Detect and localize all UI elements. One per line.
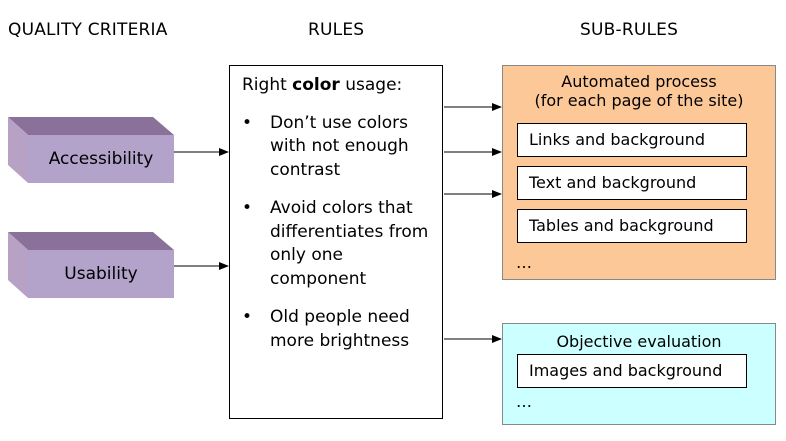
rule-text: Avoid colors that differentiates from on… [270, 198, 429, 289]
block-side-face [8, 232, 28, 298]
automated-process-title: Automated process (for each page of the … [503, 72, 775, 110]
block-top-face [8, 232, 174, 250]
title-line-1: Automated process [561, 72, 717, 91]
automated-process-box: Automated process (for each page of the … [502, 65, 776, 280]
subrule-text: Text and background [517, 166, 747, 200]
block-side-face [8, 117, 28, 183]
objective-evaluation-box: Objective evaluation Images and backgrou… [502, 323, 776, 425]
rules-box: Right color usage: • Don’t use colors wit… [229, 65, 443, 419]
criterion-accessibility: Accessibility [8, 117, 174, 183]
quality-criteria-header: QUALITY CRITERIA [8, 20, 168, 40]
rule-item: • Avoid colors that differentiates from o… [242, 197, 434, 291]
ellipsis: … [516, 392, 532, 411]
rules-title: Right color usage: [242, 74, 434, 98]
bullet-icon: • [242, 307, 253, 327]
rules-title-prefix: Right [242, 75, 293, 95]
rules-title-suffix: usage: [339, 75, 403, 95]
criterion-label: Accessibility [28, 135, 174, 183]
subrule-links: Links and background [517, 123, 747, 157]
ellipsis: … [516, 253, 532, 272]
bullet-icon: • [242, 112, 253, 133]
subrule-images: Images and background [517, 354, 747, 388]
criterion-usability: Usability [8, 232, 174, 298]
title-line-2: (for each page of the site) [534, 91, 744, 110]
rule-text: Don’t use colors with not enough contras… [270, 112, 409, 180]
rules-header: RULES [308, 20, 365, 40]
bullet-icon: • [242, 198, 253, 218]
criterion-label: Usability [28, 250, 174, 298]
sub-rules-header: SUB-RULES [580, 20, 679, 40]
block-top-face [8, 117, 174, 135]
rule-item: • Old people need more brightness [242, 306, 434, 353]
objective-evaluation-title: Objective evaluation [556, 332, 722, 351]
rule-item: • Don’t use colors with not enough contra… [242, 112, 434, 183]
rules-title-bold: color [292, 75, 340, 95]
rule-text: Old people need more brightness [270, 307, 410, 351]
subrule-tables: Tables and background [517, 209, 747, 243]
